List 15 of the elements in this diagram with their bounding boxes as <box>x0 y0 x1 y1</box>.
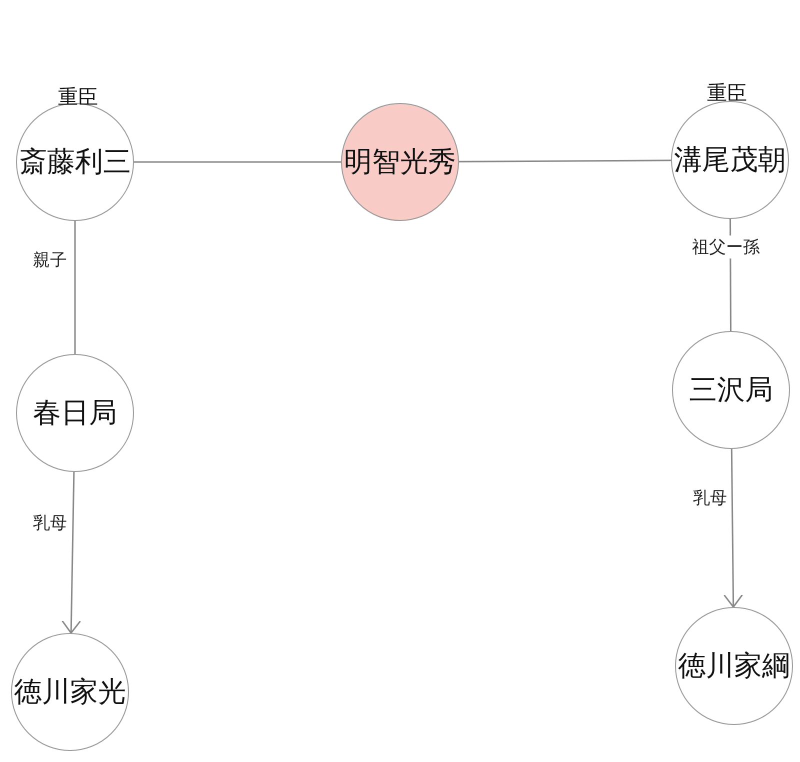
person-name: 斎藤利三 <box>19 144 131 180</box>
person-name: 春日局 <box>33 395 117 431</box>
connector-line <box>459 160 671 162</box>
role-label: 重臣 <box>58 84 98 110</box>
person-name: 徳川家綱 <box>678 648 790 684</box>
connector-line <box>74 221 76 354</box>
role-label: 重臣 <box>707 80 747 106</box>
arrow <box>723 448 743 608</box>
arrow <box>62 472 82 634</box>
person-name: 三沢局 <box>689 372 773 408</box>
person-name: 明智光秀 <box>344 144 456 180</box>
person-name: 徳川家光 <box>14 674 126 710</box>
connector-line <box>134 161 341 163</box>
person-name: 溝尾茂朝 <box>674 142 786 178</box>
edge-label: 祖父ー孫 <box>691 236 761 258</box>
